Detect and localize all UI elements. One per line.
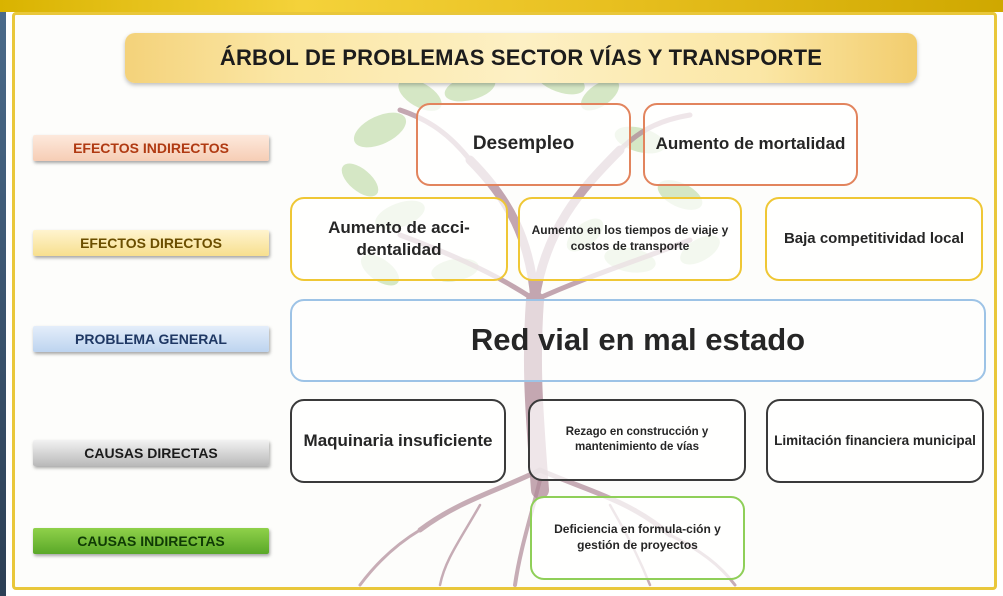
box-limitacion-financiera: Limitación financiera municipal xyxy=(766,399,984,483)
box-aumento-accidentalidad: Aumento de acci-dentalidad xyxy=(290,197,508,281)
page-title: ÁRBOL DE PROBLEMAS SECTOR VÍAS Y TRANSPO… xyxy=(219,45,823,70)
title-banner: ÁRBOL DE PROBLEMAS SECTOR VÍAS Y TRANSPO… xyxy=(125,33,917,83)
box-desempleo: Desempleo xyxy=(416,103,631,186)
label-problema-general: PROBLEMA GENERAL xyxy=(33,326,269,352)
box-baja-competitividad: Baja competitividad local xyxy=(765,197,983,281)
box-maquinaria-insuficiente: Maquinaria insuficiente xyxy=(290,399,506,483)
box-problema-general: Red vial en mal estado xyxy=(290,299,986,382)
box-rezago-construccion: Rezago en construcción y mantenimiento d… xyxy=(528,399,746,481)
label-efectos-directos: EFECTOS DIRECTOS xyxy=(33,230,269,256)
box-aumento-mortalidad: Aumento de mortalidad xyxy=(643,103,858,186)
label-causas-indirectas: CAUSAS INDIRECTAS xyxy=(33,528,269,554)
box-deficiencia-formulacion: Deficiencia en formula-ción y gestión de… xyxy=(530,496,745,580)
label-efectos-indirectos: EFECTOS INDIRECTOS xyxy=(33,135,269,161)
left-accent-strip xyxy=(0,12,6,596)
box-aumento-tiempos: Aumento en los tiempos de viaje y costos… xyxy=(518,197,742,281)
top-accent-strip xyxy=(0,0,1003,12)
label-causas-directas: CAUSAS DIRECTAS xyxy=(33,440,269,466)
